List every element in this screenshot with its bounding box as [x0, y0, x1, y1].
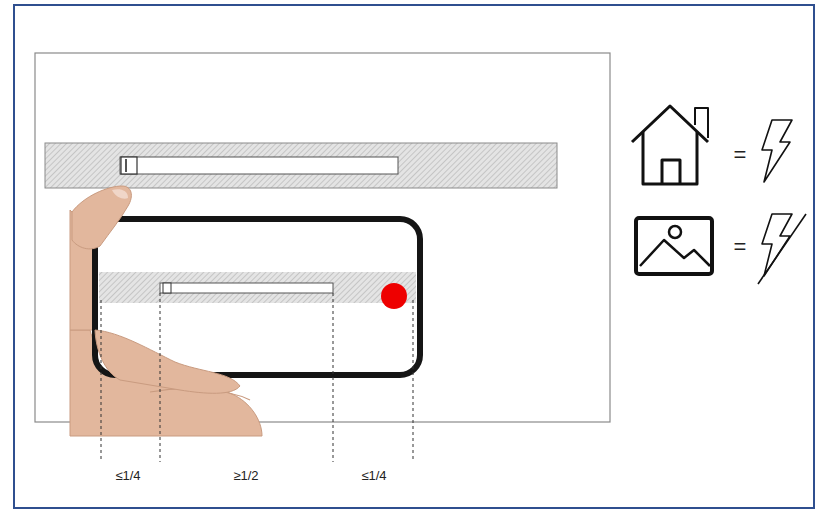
hatched-band — [99, 272, 416, 303]
slider-handle — [121, 157, 137, 174]
lightning-icon — [762, 214, 792, 276]
hatched-band — [45, 143, 557, 188]
slider-handle — [163, 283, 171, 293]
dimension-label: ≤1/4 — [361, 468, 386, 484]
dimension-lines — [101, 293, 413, 462]
picture-icon — [636, 218, 712, 274]
dimension-label: ≤1/4 — [115, 468, 140, 484]
slider-bar — [160, 283, 333, 293]
house-icon — [632, 106, 708, 184]
outer-frame — [14, 5, 814, 508]
thumbnail — [112, 189, 128, 198]
equals-sign: = — [734, 234, 747, 260]
screen-frame — [35, 53, 610, 422]
dimension-label: ≥1/2 — [233, 468, 258, 484]
lightning-icon — [762, 120, 792, 182]
hand — [95, 330, 240, 393]
cross-line — [758, 214, 806, 284]
thumb — [72, 186, 131, 249]
equals-sign: = — [734, 142, 747, 168]
slider-handle — [125, 159, 127, 172]
record-dot — [381, 283, 407, 309]
slider-bar — [120, 157, 398, 174]
